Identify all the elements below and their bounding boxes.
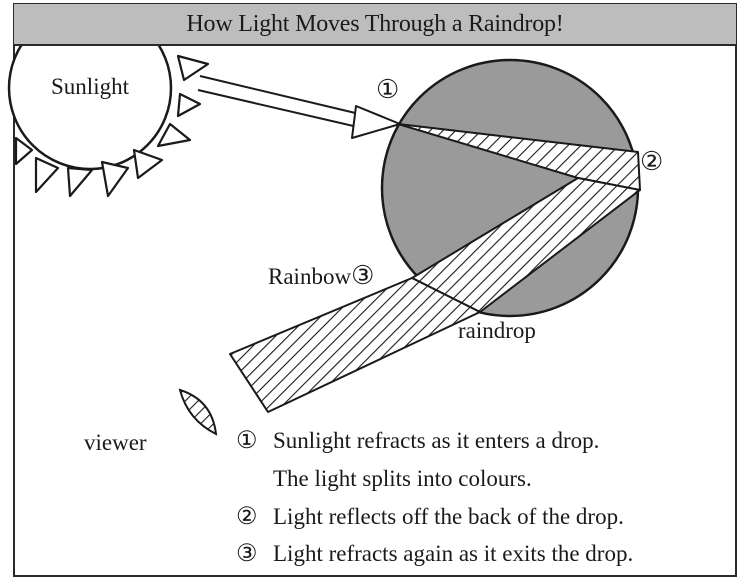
sun-ray (176, 92, 202, 118)
marker-three: ③ (351, 261, 374, 290)
arrow-head (351, 105, 401, 139)
title-bar: How Light Moves Through a Raindrop! (14, 4, 736, 46)
sunlight-label: Sunlight (51, 74, 130, 99)
step-2-line-1: Light reflects off the back of the drop. (273, 504, 624, 529)
sunlight-arrow (197, 75, 401, 139)
sun-ray (66, 166, 94, 198)
viewer-label: viewer (84, 430, 147, 455)
step-1-marker: ① (236, 428, 258, 454)
raindrop-label: raindrop (458, 318, 536, 343)
viewer-eye-icon (178, 388, 218, 436)
sun-ray (34, 156, 60, 194)
sun-ray (14, 136, 34, 166)
rainbow-label-text: Rainbow (268, 264, 351, 289)
rainbow-label: Rainbow③ (268, 261, 374, 290)
marker-two: ② (640, 147, 663, 176)
page-title: How Light Moves Through a Raindrop! (186, 10, 564, 37)
rainbow-exit-beam (229, 277, 481, 413)
marker-one: ① (376, 75, 399, 104)
step-3-line-1: Light refracts again as it exits the dro… (273, 541, 633, 566)
step-1-line-1: Sunlight refracts as it enters a drop. (273, 428, 599, 453)
step-1-line-2: The light splits into colours. (273, 466, 532, 491)
arrow-line (199, 75, 369, 117)
step-2-marker: ② (236, 504, 258, 530)
sun-rays (14, 54, 210, 198)
step-3-marker: ③ (236, 541, 258, 567)
steps-list: ① Sunlight refracts as it enters a drop.… (236, 428, 633, 567)
sun-ray (176, 54, 210, 82)
arrow-line (197, 89, 363, 129)
sun-ray (132, 148, 164, 180)
sun-ray (100, 160, 130, 198)
sun-ray (156, 122, 192, 148)
